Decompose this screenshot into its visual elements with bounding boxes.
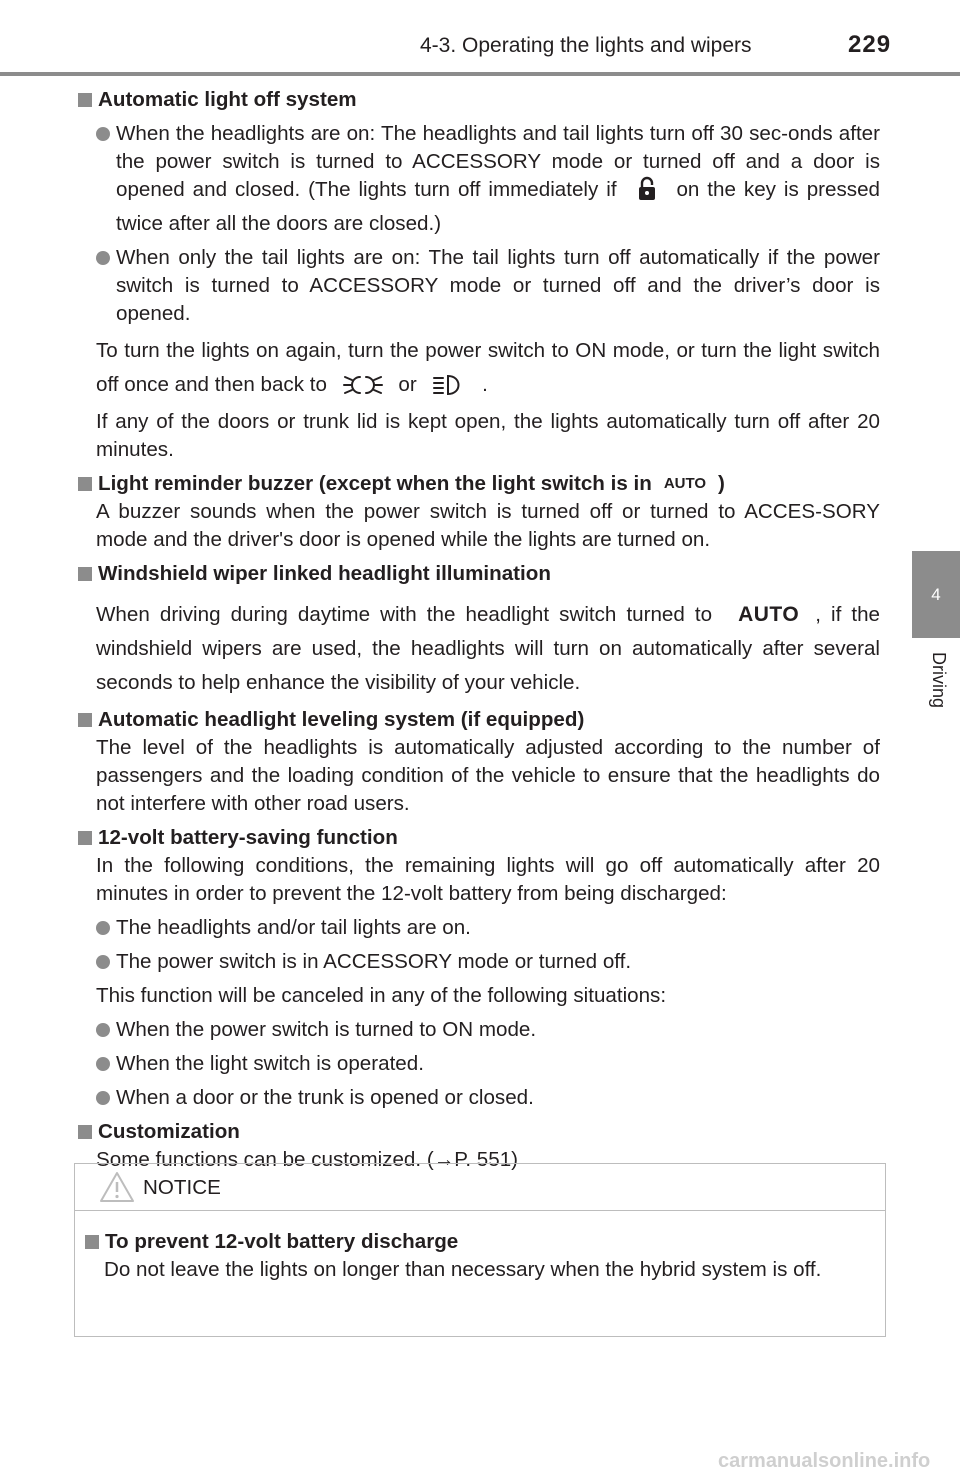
auto-switch-icon: AUTO xyxy=(663,475,707,492)
notice-paragraph: Do not leave the lights on longer than n… xyxy=(104,1258,822,1281)
paragraph: In the following conditions, the remaini… xyxy=(96,854,880,905)
chapter-label: Driving xyxy=(929,652,949,709)
arrow-icon: → xyxy=(433,1148,455,1171)
list-item: When the headlights are on: The headligh… xyxy=(96,120,880,238)
square-bullet-icon xyxy=(78,93,92,107)
heading-buzzer: Light reminder buzzer (except when the l… xyxy=(78,470,880,498)
main-content: Automatic light off system When the head… xyxy=(78,86,880,1174)
notice-heading: To prevent 12-volt battery discharge xyxy=(85,1228,875,1256)
heading-customization: Customization xyxy=(78,1118,880,1146)
round-bullet-icon xyxy=(96,251,110,265)
warning-triangle-icon xyxy=(99,1170,135,1209)
auto-switch-icon: AUTO xyxy=(738,603,800,626)
heading-battery-saving: 12-volt battery-saving function xyxy=(78,824,880,852)
headlight-icon xyxy=(432,373,466,408)
square-bullet-icon xyxy=(78,713,92,727)
header-divider xyxy=(0,72,960,76)
notice-body: To prevent 12-volt battery discharge Do … xyxy=(85,1228,875,1284)
square-bullet-icon xyxy=(78,477,92,491)
page-number: 229 xyxy=(848,31,892,58)
heading-wiper-linked: Windshield wiper linked headlight illumi… xyxy=(78,560,880,588)
paragraph: This function will be canceled in any of… xyxy=(96,984,667,1007)
square-bullet-icon xyxy=(78,567,92,581)
paragraph: Some functions can be customized. (→P. 5… xyxy=(96,1148,519,1171)
round-bullet-icon xyxy=(96,1091,110,1105)
paragraph: To turn the lights on again, turn the po… xyxy=(96,334,880,408)
heading-leveling: Automatic headlight leveling system (if … xyxy=(78,706,880,734)
list-item: When the light switch is operated. xyxy=(96,1050,880,1078)
list-item: When a door or the trunk is opened or cl… xyxy=(96,1084,880,1112)
paragraph: If any of the doors or trunk lid is kept… xyxy=(96,410,880,461)
list-item: The headlights and/or tail lights are on… xyxy=(96,914,880,942)
list-item: When the power switch is turned to ON mo… xyxy=(96,1016,880,1044)
square-bullet-icon xyxy=(78,1125,92,1139)
notice-header: NOTICE xyxy=(75,1164,885,1211)
round-bullet-icon xyxy=(96,955,110,969)
square-bullet-icon xyxy=(78,831,92,845)
paragraph: A buzzer sounds when the power switch is… xyxy=(96,500,880,551)
heading-auto-off: Automatic light off system xyxy=(78,86,880,114)
watermark: carmanualsonline.info xyxy=(718,1450,931,1472)
page-header: 4-3. Operating the lights and wipers 229 xyxy=(0,0,960,76)
section-title: 4-3. Operating the lights and wipers xyxy=(420,34,752,57)
chapter-tab[interactable]: 4 xyxy=(912,551,960,638)
page-reference-link[interactable]: P. 551) xyxy=(454,1148,519,1171)
round-bullet-icon xyxy=(96,1023,110,1037)
paragraph: When driving during daytime with the hea… xyxy=(96,598,880,700)
list-item: When only the tail lights are on: The ta… xyxy=(96,244,880,328)
round-bullet-icon xyxy=(96,1057,110,1071)
round-bullet-icon xyxy=(96,127,110,141)
round-bullet-icon xyxy=(96,921,110,935)
tail-light-icon xyxy=(342,373,383,408)
square-bullet-icon xyxy=(85,1235,99,1249)
lock-icon xyxy=(635,176,659,210)
notice-box: NOTICE To prevent 12-volt battery discha… xyxy=(74,1163,886,1337)
paragraph: The level of the headlights is automatic… xyxy=(96,736,880,815)
list-item: The power switch is in ACCESSORY mode or… xyxy=(96,948,880,976)
notice-label: NOTICE xyxy=(143,1176,221,1199)
